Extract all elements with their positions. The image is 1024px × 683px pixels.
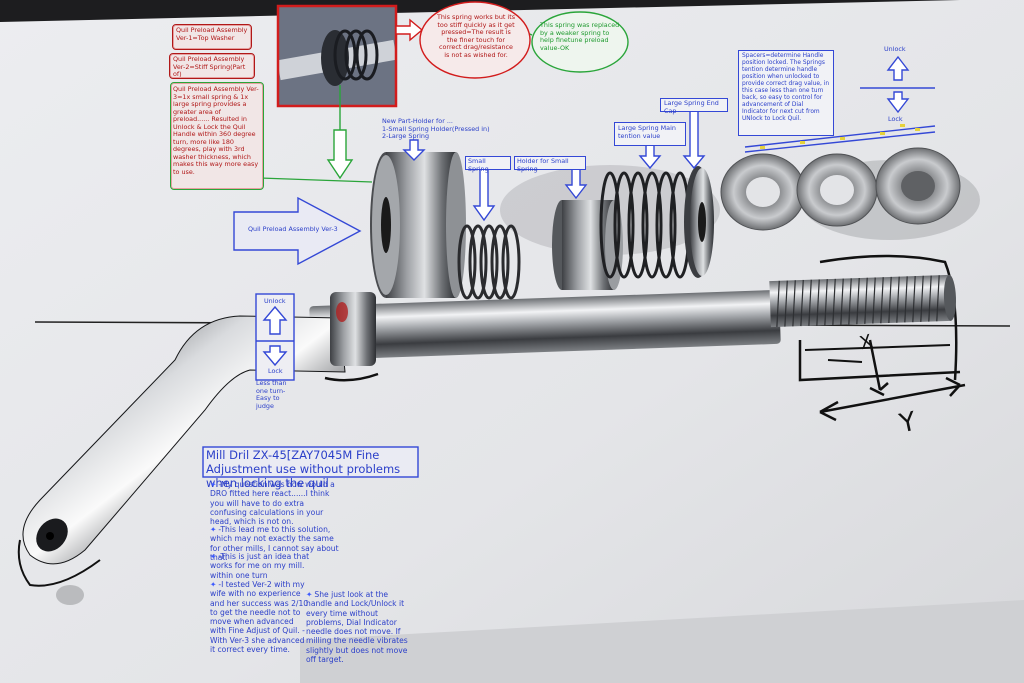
- ver3-note-box: [170, 82, 264, 190]
- less-than-one-turn-label: Less than one turn-Easy to judge: [256, 379, 287, 410]
- bullet-3: ✦-This is just an idea that works for me…: [210, 552, 314, 580]
- large-spring-end-cap-label-box: [660, 98, 728, 112]
- small-spring-label: Small Spring: [468, 157, 489, 173]
- weaker-spring-note: This spring was replaced by a weaker spr…: [540, 21, 620, 52]
- small-spring-label-box: [465, 156, 511, 170]
- bullet-marker-icon: ✦: [306, 590, 313, 599]
- holder-small-spring-label: Holder for Small Spring: [517, 157, 569, 173]
- lock-left-label: Lock: [268, 367, 283, 375]
- bullet-3-text: -This is just an idea that works for me …: [210, 552, 310, 580]
- holder-small-spring-label-box: [514, 156, 586, 170]
- ver3-note: Quil Preload Assembly Ver-3=1x small spr…: [173, 85, 259, 177]
- large-spring-end-cap-label: Large Spring End Cap: [664, 99, 719, 115]
- bullet-marker-icon: ✦: [210, 525, 217, 534]
- assembly-arrow-label: Quil Preload Assembly Ver-3: [248, 225, 338, 233]
- lock-right-label: Lock: [888, 115, 903, 123]
- bullet-2: ✦-This lead me to this solution, which m…: [210, 525, 340, 562]
- spacers-note-box: [738, 50, 834, 136]
- bullet-4-text: -I tested Ver-2 with my wife with no exp…: [210, 580, 309, 654]
- large-spring-main-label-box: [614, 122, 686, 146]
- ver2-note-box: [169, 53, 255, 79]
- bullet-marker-icon: ✦: [210, 552, 217, 561]
- ver1-note-box: [172, 24, 252, 50]
- page-heading: Mill Dril ZX-45[ZAY7045M Fine Adjustment…: [206, 448, 401, 490]
- ver2-note: Quil Preload Assembly Ver-2=Stiff Spring…: [173, 55, 246, 79]
- bullet-5: ✦She just look at the handle and Lock/Un…: [306, 590, 412, 664]
- bullet-1: ✦-My question was how would a DRO fitted…: [210, 480, 340, 526]
- bullet-4: ✦-I tested Ver-2 with my wife with no ex…: [210, 580, 310, 654]
- unlock-right-label: Unlock: [884, 45, 906, 53]
- ver1-note: Quil Preload Assembly Ver-1=Top Washer: [176, 26, 248, 42]
- bullet-marker-icon: ✦: [210, 480, 217, 489]
- stiff-spring-note: This spring works but its too stiff quic…: [436, 13, 516, 59]
- bullet-marker-icon: ✦: [210, 580, 217, 589]
- bullet-1-text: -My question was how would a DRO fitted …: [210, 480, 335, 526]
- spacers-note: Spacers=determine Handle position locked…: [742, 53, 830, 122]
- bullet-2-text: -This lead me to this solution, which ma…: [210, 525, 339, 562]
- large-spring-main-label: Large Spring Main tention value: [618, 124, 676, 140]
- bullet-5-text: She just look at the handle and Lock/Unl…: [306, 590, 408, 664]
- new-part-label: New Part-Holder for ... 1-Small Spring H…: [382, 117, 490, 141]
- unlock-left-label: Unlock: [264, 297, 286, 305]
